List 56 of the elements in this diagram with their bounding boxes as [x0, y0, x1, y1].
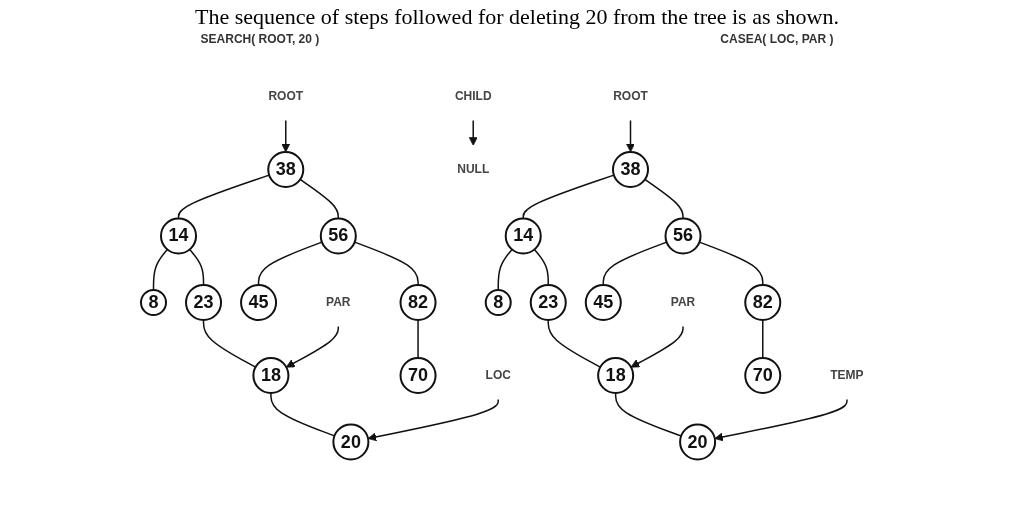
connector: [643, 178, 684, 220]
node-circle: 8: [484, 289, 512, 316]
node-circle: 82: [743, 284, 781, 321]
connector: [497, 248, 513, 291]
node-circle: 23: [529, 284, 567, 321]
node-circle: 20: [332, 423, 370, 461]
node-circle: 14: [159, 217, 197, 255]
arrow: [468, 119, 478, 146]
node-circle: 45: [584, 284, 622, 321]
function-call-label: CASEA( LOC, PAR ): [720, 32, 834, 46]
node-circle: 56: [319, 217, 357, 255]
node-text: PAR: [670, 295, 695, 310]
node-circle: 38: [266, 150, 304, 188]
arrow: [285, 325, 339, 368]
connector: [522, 174, 615, 220]
node-circle: 18: [596, 357, 634, 394]
arrow: [281, 119, 290, 153]
connector: [299, 178, 339, 220]
node-text: TEMP: [829, 368, 864, 383]
connector: [177, 174, 270, 220]
connector: [257, 241, 323, 286]
connector: [202, 319, 256, 368]
node-text: NULL: [456, 162, 489, 177]
connector: [547, 319, 601, 368]
node-circle: 38: [611, 150, 649, 188]
node-circle: 70: [399, 357, 437, 394]
arrow: [714, 398, 848, 442]
node-circle: 23: [184, 284, 222, 321]
arrow: [625, 119, 635, 153]
node-circle: 82: [399, 284, 437, 321]
connector: [353, 241, 419, 286]
connector: [761, 319, 764, 359]
node-circle: 8: [139, 289, 167, 316]
node-circle: 20: [678, 423, 716, 461]
node-text: LOC: [485, 368, 511, 383]
node-text: ROOT: [268, 89, 303, 104]
node-text: CHILD: [454, 89, 492, 104]
function-call-label: SEARCH( ROOT, 20 ): [200, 32, 320, 46]
connector: [188, 248, 204, 286]
connector: [698, 241, 764, 286]
title: The sequence of steps followed for deleting 20 from the tree is as shown.: [194, 4, 840, 30]
node-circle: 14: [504, 217, 542, 255]
connector: [417, 319, 419, 359]
connector: [614, 392, 682, 437]
node-circle: 18: [252, 357, 290, 394]
connector: [602, 241, 668, 286]
node-text: ROOT: [612, 89, 648, 104]
connector: [533, 248, 549, 286]
connector: [152, 248, 168, 291]
node-circle: 56: [664, 217, 702, 255]
connector: [269, 392, 335, 437]
node-text: PAR: [325, 295, 351, 310]
node-circle: 45: [239, 284, 277, 321]
arrow: [630, 325, 684, 368]
arrow: [367, 398, 499, 442]
node-circle: 70: [743, 357, 781, 394]
